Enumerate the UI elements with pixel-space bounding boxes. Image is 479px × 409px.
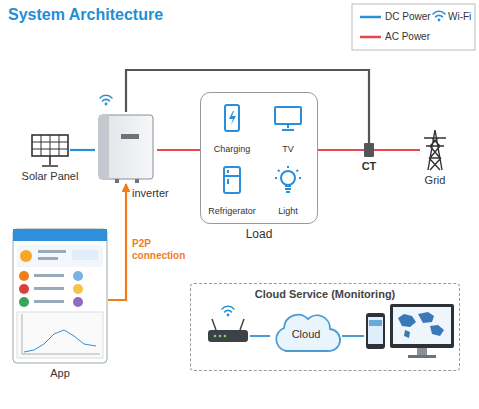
- tv-icon: [273, 103, 303, 137]
- node-label: App: [50, 367, 70, 380]
- network-line: [342, 335, 364, 337]
- charging-icon: [217, 103, 247, 137]
- cloud-node: Cloud: [270, 309, 342, 355]
- wifi-dot: [227, 314, 230, 317]
- wifi-icon: [100, 95, 112, 101]
- tower-icon: [420, 129, 450, 175]
- node-label: inverter: [132, 187, 169, 200]
- fridge-node: Refrigerator: [205, 161, 259, 219]
- tower-node: Grid: [420, 129, 450, 171]
- legend-dc-sample: [360, 16, 381, 19]
- node-label: Grid: [425, 174, 446, 187]
- node-label: TV: [261, 144, 315, 154]
- inverter-icon: [95, 112, 157, 188]
- ct-icon: [364, 143, 374, 161]
- connector: [157, 149, 200, 151]
- group-box: Cloud Service (Monitoring) Cloud: [190, 283, 460, 371]
- inverter-node: inverter: [95, 112, 157, 184]
- network-line: [250, 335, 270, 337]
- legend-ac-sample: [360, 36, 381, 39]
- monitor-icon: [390, 304, 454, 358]
- node-label: Charging: [205, 144, 259, 154]
- wifi-dot: [438, 19, 441, 22]
- node-label: Solar Panel: [22, 170, 79, 183]
- node-label: CT: [362, 160, 377, 173]
- legend-text: AC Power: [385, 31, 430, 43]
- router-icon: [208, 319, 248, 342]
- node-label: Load: [246, 228, 273, 242]
- node-label: Cloud Service (Monitoring): [191, 288, 459, 301]
- connector: [70, 149, 95, 151]
- app-node: App: [12, 228, 108, 364]
- legend-text: DC Power: [385, 11, 431, 23]
- wifi-icon: [433, 11, 445, 17]
- diagram-title: System Architecture: [8, 6, 163, 24]
- solar-icon: [30, 133, 70, 171]
- fridge-icon: [217, 165, 247, 199]
- light-node: Light: [261, 161, 315, 219]
- charging-node: Charging: [205, 99, 259, 157]
- node-label: Light: [261, 206, 315, 216]
- edge-label: P2P connection: [132, 238, 192, 261]
- group-box: LoadChargingTVRefrigeratorLight: [200, 92, 318, 224]
- connector: [108, 184, 126, 300]
- node-label: Refrigerator: [205, 206, 259, 216]
- phone-icon: [366, 313, 385, 349]
- solar-node: Solar Panel: [30, 133, 70, 167]
- wifi-icon: [222, 306, 234, 312]
- tv-node: TV: [261, 99, 315, 157]
- ct-node: CT: [364, 143, 374, 157]
- connector: [374, 149, 420, 151]
- node-label: Cloud: [270, 328, 342, 341]
- connector: [318, 149, 364, 151]
- legend-text: Wi-Fi: [448, 11, 471, 23]
- legend-frame: [352, 4, 475, 50]
- light-icon: [273, 165, 303, 199]
- wifi-dot: [105, 103, 108, 106]
- app-icon: [12, 228, 108, 368]
